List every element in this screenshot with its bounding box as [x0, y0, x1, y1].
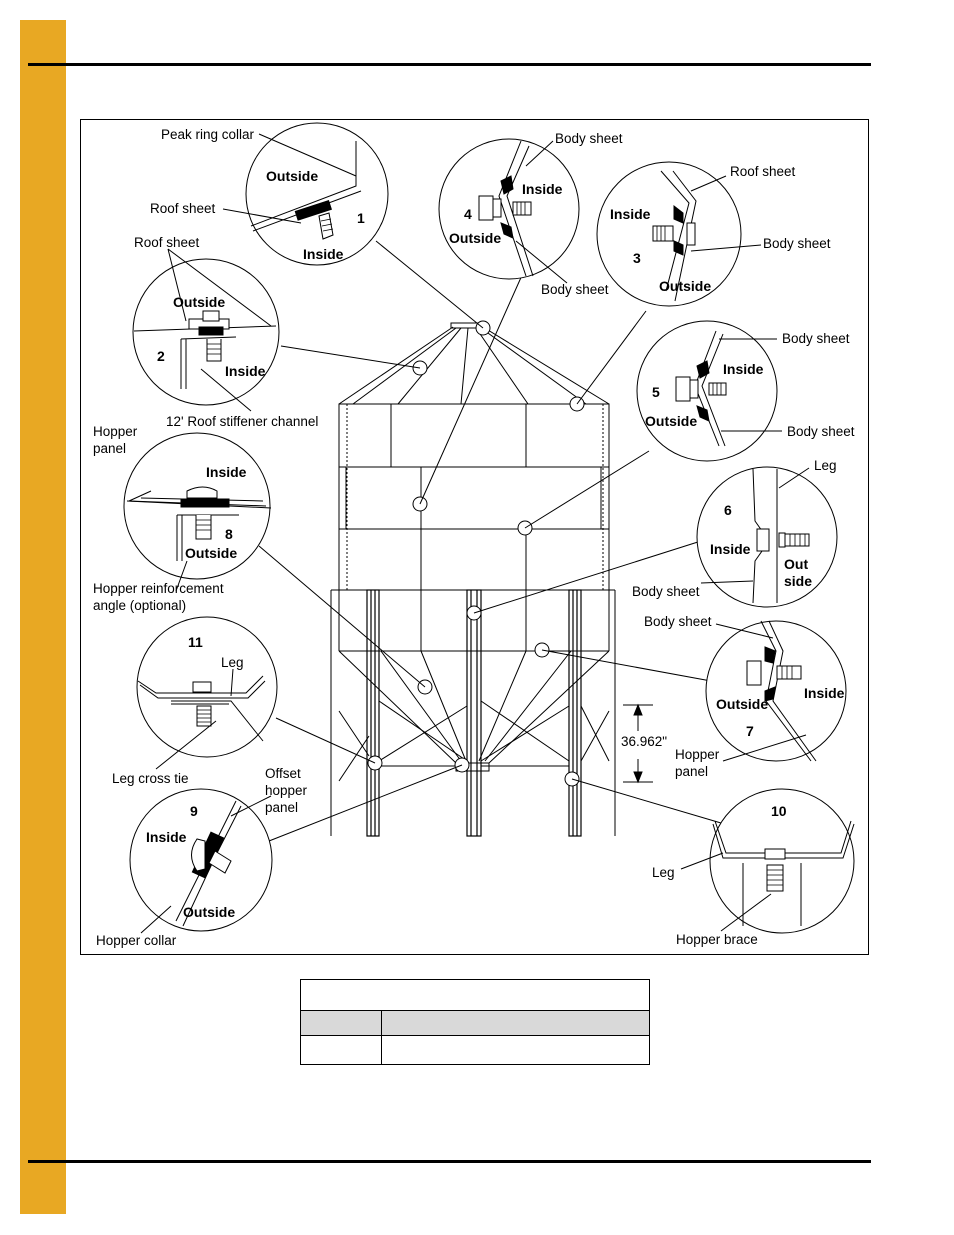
- label-roof-sheet-3: Roof sheet: [730, 164, 796, 179]
- footer-rule: [28, 1160, 871, 1163]
- table-title: [300, 979, 650, 1011]
- label-hopper-reinforcement: Hopper reinforcement: [93, 581, 224, 596]
- detail5-outside: Outside: [645, 413, 697, 429]
- label-angle-optional: angle (optional): [93, 598, 186, 613]
- label-body-sheet-4b: Body sheet: [541, 282, 609, 297]
- detail-number-2: 2: [157, 348, 165, 364]
- label-body-sheet-6: Body sheet: [632, 584, 700, 599]
- table-row: [300, 1035, 650, 1065]
- detail-3: [596, 161, 742, 307]
- detail-4: [438, 138, 580, 280]
- bin-assembly-diagram: Peak ring collar Outside Roof sheet 1 In…: [80, 119, 869, 955]
- label-peak-ring-collar: Peak ring collar: [161, 127, 255, 142]
- callout-leaders: [258, 240, 722, 842]
- label-roof-sheet-1: Roof sheet: [150, 201, 216, 216]
- label-roof-sheet-2: Roof sheet: [134, 235, 200, 250]
- detail3-inside: Inside: [610, 206, 651, 222]
- detail-10: [709, 788, 855, 934]
- label-hopper-brace: Hopper brace: [676, 932, 758, 947]
- table-header-col2: [381, 1010, 650, 1036]
- detail-number-4: 4: [464, 206, 472, 222]
- label-leg-10: Leg: [652, 865, 675, 880]
- detail-number-11: 11: [188, 634, 203, 650]
- label-body-sheet-5b: Body sheet: [787, 424, 855, 439]
- dimension-label: 36.962": [621, 734, 667, 749]
- table-cell-2: [381, 1035, 650, 1065]
- detail-number-7: 7: [746, 723, 754, 739]
- spec-table: [300, 979, 650, 1065]
- detail-7: [705, 620, 847, 762]
- table-title-row: [300, 979, 650, 1011]
- table-header-col1: [300, 1010, 382, 1036]
- detail-2: [132, 258, 280, 406]
- detail8-outside: Outside: [185, 545, 237, 561]
- label-offset-hopper: hopper: [265, 783, 308, 798]
- detail6-out: Out: [784, 556, 808, 572]
- detail1-inside: Inside: [303, 246, 344, 262]
- detail-number-1: 1: [357, 210, 365, 226]
- detail9-outside: Outside: [183, 904, 235, 920]
- detail9-inside: Inside: [146, 829, 187, 845]
- label-hopper-collar: Hopper collar: [96, 933, 177, 948]
- detail8-inside: Inside: [206, 464, 247, 480]
- detail6-inside: Inside: [710, 541, 751, 557]
- detail2-outside: Outside: [173, 294, 225, 310]
- detail-5: [636, 320, 778, 462]
- detail-1: [245, 122, 389, 266]
- label-leg-11: Leg: [221, 655, 244, 670]
- label-hopper-7: Hopper: [675, 747, 720, 762]
- label-leg-6: Leg: [814, 458, 837, 473]
- detail2-inside: Inside: [225, 363, 266, 379]
- table-header-row: [300, 1010, 650, 1036]
- detail-8: [123, 432, 272, 580]
- side-tab: [20, 20, 66, 1214]
- label-body-sheet-7: Body sheet: [644, 614, 712, 629]
- label-offset-panel: panel: [265, 800, 298, 815]
- detail-number-9: 9: [190, 803, 198, 819]
- label-hopper-8: Hopper: [93, 424, 138, 439]
- detail-6: [696, 466, 838, 608]
- label-panel-8: panel: [93, 441, 126, 456]
- detail4-inside: Inside: [522, 181, 563, 197]
- detail-number-8: 8: [225, 526, 233, 542]
- detail5-inside: Inside: [723, 361, 764, 377]
- label-body-sheet-5a: Body sheet: [782, 331, 850, 346]
- bin-structure: [330, 320, 653, 837]
- detail-number-3: 3: [633, 250, 641, 266]
- detail-number-5: 5: [652, 384, 660, 400]
- label-panel-7: panel: [675, 764, 708, 779]
- header-rule: [28, 63, 871, 66]
- detail7-inside: Inside: [804, 685, 845, 701]
- label-body-sheet-4a: Body sheet: [555, 131, 623, 146]
- detail3-outside: Outside: [659, 278, 711, 294]
- label-leaders: [128, 133, 810, 934]
- diagram-labels: Peak ring collar Outside Roof sheet 1 In…: [93, 127, 855, 948]
- label-leg-cross-tie: Leg cross tie: [112, 771, 189, 786]
- label-body-sheet-3: Body sheet: [763, 236, 831, 251]
- detail1-outside: Outside: [266, 168, 318, 184]
- table-cell-1: [300, 1035, 382, 1065]
- detail-number-6: 6: [724, 502, 732, 518]
- detail-9: [129, 788, 273, 932]
- detail7-outside: Outside: [716, 696, 768, 712]
- label-offset: Offset: [265, 766, 301, 781]
- detail-11: [136, 616, 278, 758]
- detail4-outside: Outside: [449, 230, 501, 246]
- label-roof-stiffener: 12' Roof stiffener channel: [166, 414, 318, 429]
- detail6-side: side: [784, 573, 812, 589]
- detail-number-10: 10: [771, 803, 787, 819]
